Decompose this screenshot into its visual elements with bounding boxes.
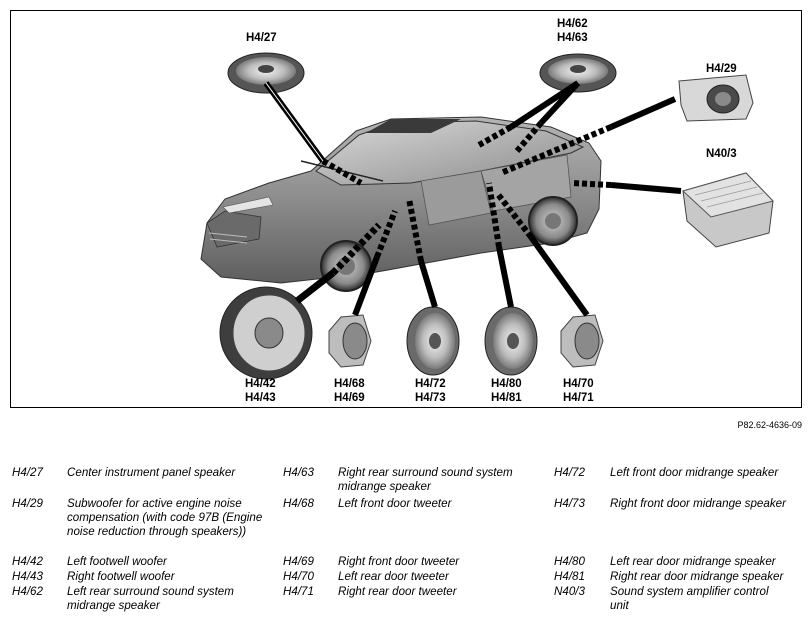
legend-description: Subwoofer for active engine noise compen…	[67, 497, 263, 538]
legend-code: H4/72	[554, 466, 585, 479]
legend-code: H4/68	[283, 497, 314, 510]
midrange-h4-80-81-icon	[484, 306, 538, 376]
legend-description: Right footwell woofer	[67, 570, 175, 583]
legend-code: H4/29	[12, 497, 43, 510]
label-h4-68-h4-69: H4/68 H4/69	[334, 377, 365, 405]
label-line: H4/62	[557, 18, 588, 30]
car-illustration	[200, 116, 602, 292]
midrange-h4-72-73-icon	[406, 306, 460, 376]
legend-description: Sound system amplifier control unit	[610, 585, 769, 612]
label-line: H4/43	[245, 392, 276, 404]
label-h4-27: H4/27	[246, 31, 277, 45]
legend-code: H4/69	[283, 555, 314, 568]
legend-code: H4/71	[283, 585, 314, 598]
legend-code: H4/62	[12, 585, 43, 598]
label-line: H4/63	[557, 32, 588, 44]
legend-description: Right rear door midrange speaker	[610, 570, 784, 583]
speaker-h4-62-63-icon	[539, 53, 617, 93]
legend-table: H4/27 Center instrument panel speaker H4…	[0, 462, 812, 622]
figure-illustration	[200, 52, 774, 380]
label-h4-80-h4-81: H4/80 H4/81	[491, 377, 522, 405]
legend-description: Left front door midrange speaker	[610, 466, 779, 479]
legend-code: H4/27	[12, 466, 43, 479]
legend-code: H4/81	[554, 570, 585, 583]
label-h4-42-h4-43: H4/42 H4/43	[245, 377, 276, 405]
label-line: H4/42	[245, 378, 276, 390]
label-h4-62-h4-63: H4/62 H4/63	[557, 17, 588, 45]
tweeter-h4-68-69-icon	[328, 314, 372, 368]
legend-code: N40/3	[554, 585, 585, 598]
label-line: H4/29	[706, 63, 737, 75]
label-line: H4/68	[334, 378, 365, 390]
label-line: H4/70	[563, 378, 594, 390]
legend-description: Left rear surround sound system midrange…	[67, 585, 234, 612]
label-line: H4/71	[563, 392, 594, 404]
legend-description: Left front door tweeter	[338, 497, 452, 510]
label-n40-3: N40/3	[706, 147, 737, 161]
label-line: N40/3	[706, 148, 737, 160]
leader-lines	[263, 80, 682, 317]
legend-description: Left footwell woofer	[67, 555, 167, 568]
legend-description: Center instrument panel speaker	[67, 466, 236, 479]
legend-code: H4/73	[554, 497, 585, 510]
legend-description: Right rear door tweeter	[338, 585, 457, 598]
legend-code: H4/43	[12, 570, 43, 583]
subwoofer-h4-29-icon	[678, 74, 754, 122]
label-h4-29: H4/29	[706, 62, 737, 76]
label-line: H4/27	[246, 32, 277, 44]
speaker-h4-27-icon	[227, 52, 305, 94]
label-h4-72-h4-73: H4/72 H4/73	[415, 377, 446, 405]
legend-code: H4/80	[554, 555, 585, 568]
label-line: H4/72	[415, 378, 446, 390]
label-line: H4/73	[415, 392, 446, 404]
figure-reference-number: P82.62-4636-09	[737, 420, 802, 430]
label-h4-70-h4-71: H4/70 H4/71	[563, 377, 594, 405]
label-line: H4/81	[491, 392, 522, 404]
label-line: H4/80	[491, 378, 522, 390]
legend-code: H4/42	[12, 555, 43, 568]
legend-description: Left rear door tweeter	[338, 570, 449, 583]
legend-description: Left rear door midrange speaker	[610, 555, 776, 568]
woofer-h4-42-43-icon	[219, 286, 313, 380]
legend-description: Right front door tweeter	[338, 555, 460, 568]
legend-code: H4/70	[283, 570, 314, 583]
legend-description: Right front door midrange speaker	[610, 497, 786, 510]
speaker-location-figure: H4/27 H4/62 H4/63 H4/29 N40/3 H4/42 H4/4…	[10, 10, 802, 408]
legend-code: H4/63	[283, 466, 314, 479]
amplifier-n40-3-icon	[682, 172, 774, 248]
tweeter-h4-70-71-icon	[560, 314, 604, 368]
label-line: H4/69	[334, 392, 365, 404]
legend-description: Right rear surround sound system midrang…	[338, 466, 513, 493]
